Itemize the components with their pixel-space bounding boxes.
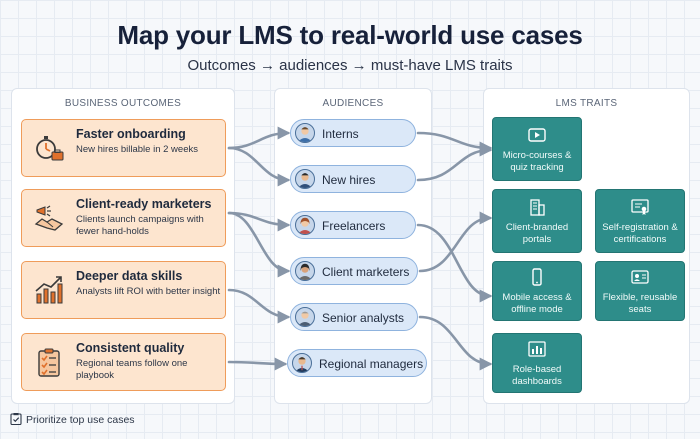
audience-label: Senior analysts [322, 311, 405, 325]
outcome-title: Faster onboarding [76, 127, 186, 141]
trait-label: Micro-courses & quiz tracking [502, 150, 572, 173]
freelancer-avatar-icon [295, 215, 315, 235]
trait-card-role-based-dashboards: Role-based dashboards [492, 333, 582, 393]
id-card-icon [631, 270, 649, 284]
page-title: Map your LMS to real-world use cases [117, 20, 583, 50]
audience-label: Client marketers [322, 265, 410, 279]
outcome-title: Consistent quality [76, 341, 185, 355]
client-marketer-avatar-icon [295, 261, 315, 281]
audience-label: New hires [322, 173, 376, 187]
new-hire-avatar-icon [295, 169, 315, 189]
outcome-desc: Clients launch campaigns with fewer hand… [76, 214, 204, 237]
stopwatch-briefcase-icon [36, 136, 64, 161]
audience-pill-new-hires: New hires [290, 165, 416, 193]
connector-newhires-microcourses [416, 143, 493, 182]
checklist-clipboard-icon [38, 348, 60, 377]
audience-label: Freelancers [322, 219, 386, 233]
outcome-title: Deeper data skills [76, 269, 183, 283]
trait-label: Role-based dashboards [512, 364, 562, 387]
audience-pill-interns: Interns [290, 119, 416, 147]
intern-avatar-icon [295, 123, 315, 143]
outcome-desc: Regional teams follow one playbook [76, 358, 188, 381]
trait-card-client-branded-portals: Client-branded portals [492, 189, 582, 253]
connector-interns-microcourses [416, 131, 493, 155]
outcome-card-deeper-data-skills: Deeper data skills Analysts lift ROI wit… [21, 261, 226, 319]
outcome-title: Client-ready marketers [76, 197, 212, 211]
connector-marketers-clientmarketers [227, 211, 291, 278]
trait-label: Client-branded portals [505, 222, 569, 245]
connector-freelancers-mobile [416, 223, 493, 303]
audience-pill-senior-analysts: Senior analysts [290, 303, 418, 331]
outcome-card-client-ready-marketers: Client-ready marketers Clients launch ca… [21, 189, 226, 247]
connector-onboarding-interns [227, 126, 291, 150]
connector-clientmarketers-portals [418, 211, 493, 273]
bar-chart-arrow-icon [35, 276, 63, 304]
senior-analyst-avatar-icon [295, 307, 315, 327]
connector-data-senioranalysts [227, 288, 291, 324]
audience-pill-regional-managers: Regional managers [287, 349, 427, 377]
megaphone-handshake-icon [34, 205, 64, 231]
audience-pill-freelancers: Freelancers [290, 211, 416, 239]
audience-pill-client-marketers: Client marketers [290, 257, 418, 285]
footer-text: Prioritize top use cases [26, 414, 135, 426]
clipboard-check-icon [10, 413, 22, 425]
trait-card-self-registration: Self-registration & certifications [595, 189, 685, 253]
outcome-card-consistent-quality: Consistent quality Regional teams follow… [21, 333, 226, 391]
regional-manager-avatar-icon [292, 353, 312, 373]
dashboard-icon [528, 341, 546, 357]
certificate-icon [631, 199, 649, 215]
audiences-column-title: AUDIENCES [322, 98, 384, 109]
outcome-desc: New hires billable in 2 weeks [76, 144, 198, 155]
trait-card-mobile-access: Mobile access & offline mode [492, 261, 582, 321]
footer-note: Prioritize top use cases [10, 412, 135, 426]
audience-label: Interns [322, 127, 359, 141]
smartphone-icon [532, 268, 542, 286]
connector-senioranalysts-dashboards [418, 315, 493, 371]
page-subtitle: Outcomes → audiences → must-have LMS tra… [187, 57, 513, 74]
outcome-card-faster-onboarding: Faster onboarding New hires billable in … [21, 119, 226, 177]
connector-quality-regionalmanagers [227, 357, 288, 371]
outcomes-column-title: BUSINESS OUTCOMES [64, 98, 182, 109]
trait-card-micro-courses: Micro-courses & quiz tracking [492, 117, 582, 181]
trait-label: Flexible, reusable seats [602, 292, 678, 315]
outcome-desc: Analysts lift ROI with better insight [76, 286, 221, 297]
trait-card-flexible-seats: Flexible, reusable seats [595, 261, 685, 321]
play-video-icon [528, 128, 546, 142]
audience-label: Regional managers [319, 357, 424, 371]
traits-column-title: LMS TRAITS [555, 98, 618, 109]
connector-onboarding-newhires [227, 146, 291, 187]
trait-label: Self-registration & certifications [602, 222, 678, 245]
building-icon [530, 199, 545, 216]
trait-label: Mobile access & offline mode [502, 292, 572, 315]
